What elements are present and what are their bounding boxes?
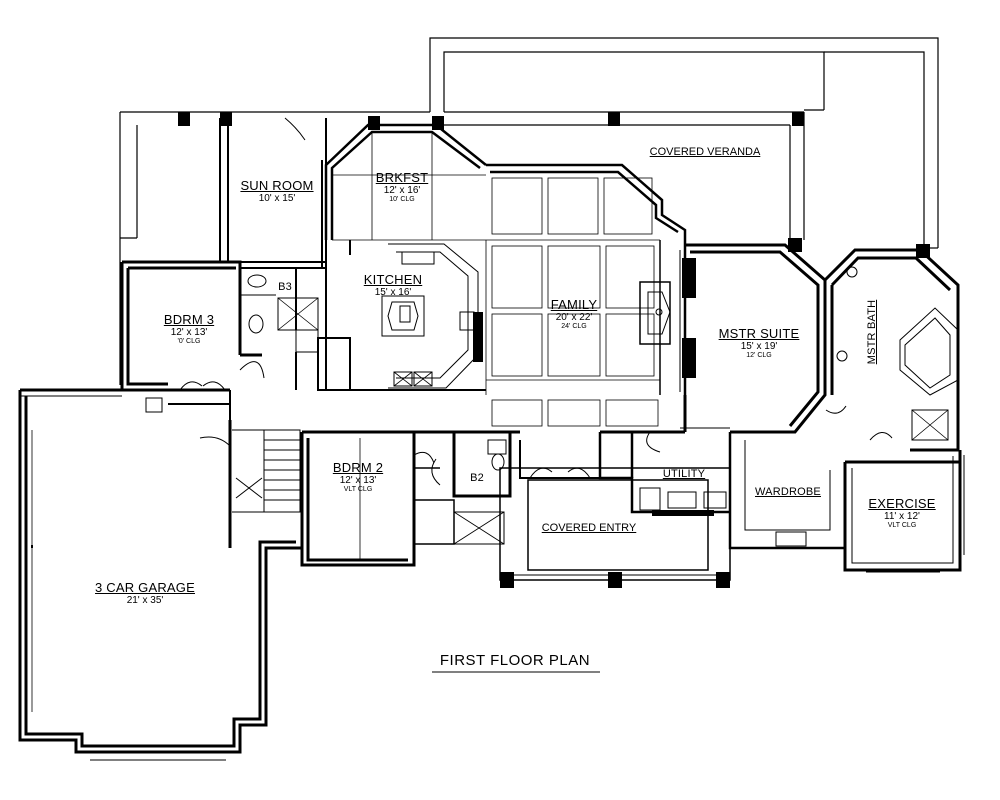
sun-room-name: SUN ROOM [240, 178, 314, 193]
exercise-name: EXERCISE [868, 496, 936, 511]
mstr-suite-label: MSTR SUITE 15' x 19' 12' CLG [704, 326, 814, 359]
exercise-walls [843, 450, 965, 573]
utility-label: UTILITY [654, 468, 714, 480]
mstr-suite-dim: 15' x 19' [740, 341, 778, 352]
bdrm3-clg: '0' CLG [177, 338, 201, 345]
columns [178, 112, 930, 588]
exercise-label: EXERCISE 11' x 12' VLT CLG [856, 496, 948, 529]
utility-name: UTILITY [662, 468, 706, 480]
master-bath-walls [823, 248, 960, 452]
sun-room-label: SUN ROOM 10' x 15' [228, 178, 326, 204]
bedroom-2-walls [300, 430, 520, 567]
covered-entry-label: COVERED ENTRY [541, 522, 637, 534]
bdrm2-label: BDRM 2 12' x 13' VLT CLG [318, 460, 398, 493]
exercise-dim: 11' x 12' [884, 511, 920, 522]
breakfast-clg: 10' CLG [389, 196, 415, 203]
bdrm2-dim: 12' x 13' [339, 475, 377, 486]
breakfast-dim: 12' x 16' [383, 185, 421, 196]
bedroom-3-walls [120, 260, 262, 392]
covered-veranda-label: COVERED VERANDA [649, 146, 761, 158]
b2-name: B2 [470, 472, 484, 484]
b2-label: B2 [462, 472, 492, 484]
veranda-outline [119, 37, 939, 385]
kitchen-name: KITCHEN [363, 272, 423, 287]
family-label: FAMILY 20' x 22' 24' CLG [528, 297, 620, 330]
b3-label: B3 [272, 281, 298, 293]
kitchen-dim: 15' x 16' [374, 287, 412, 298]
family-room-walls [485, 163, 687, 427]
plan-title: FIRST FLOOR PLAN [439, 652, 591, 669]
breakfast-name: BRKFST [375, 170, 429, 185]
exercise-clg: VLT CLG [887, 522, 917, 529]
family-name: FAMILY [550, 297, 598, 312]
garage-label: 3 CAR GARAGE 21' x 35' [70, 580, 220, 606]
b3-name: B3 [278, 281, 292, 293]
wardrobe-name: WARDROBE [755, 486, 821, 498]
bdrm3-dim: 12' x 13' [170, 327, 208, 338]
bath-3-walls [239, 267, 326, 379]
hall-walls [145, 389, 486, 420]
sun-room-dim: 10' x 15' [258, 193, 296, 204]
bdrm2-clg: VLT CLG [343, 486, 373, 493]
wardrobe-label: WARDROBE [748, 486, 828, 498]
family-dim: 20' x 22' [555, 312, 593, 323]
stairs [232, 429, 301, 513]
mstr-suite-clg: 12' CLG [746, 352, 772, 359]
kitchen-walls [325, 240, 479, 391]
garage-walls [18, 388, 302, 761]
kitchen-label: KITCHEN 15' x 16' [350, 272, 436, 298]
breakfast-label: BRKFST 12' x 16' 10' CLG [362, 170, 442, 203]
family-clg: 24' CLG [561, 323, 587, 330]
mstr-suite-name: MSTR SUITE [718, 326, 800, 341]
mstr-bath-label: MSTR BATH [866, 292, 878, 372]
bdrm3-name: BDRM 3 [163, 312, 215, 327]
garage-dim: 21' x 35' [126, 595, 164, 606]
pantry-walls [295, 329, 351, 391]
garage-name: 3 CAR GARAGE [95, 580, 195, 595]
mstr-bath-name: MSTR BATH [866, 299, 878, 365]
bdrm3-label: BDRM 3 12' x 13' '0' CLG [146, 312, 232, 345]
master-suite-walls [600, 243, 827, 434]
bdrm2-name: BDRM 2 [332, 460, 384, 475]
